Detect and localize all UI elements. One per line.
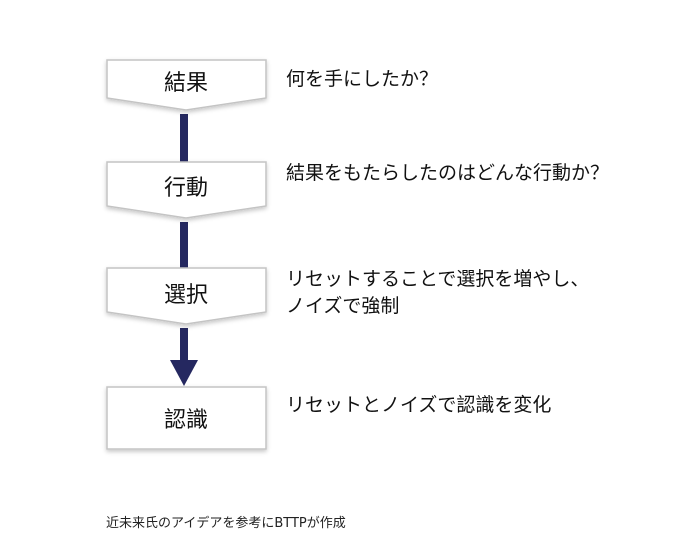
step-box-choice: 選択 (106, 267, 267, 325)
step-description-result: 何を手にしたか？ (286, 66, 438, 93)
connector-arrowhead (170, 360, 198, 386)
step-label-result: 結果 (164, 71, 208, 96)
connector-line-3 (180, 328, 188, 362)
connector-line-1 (180, 114, 188, 166)
step-description-recognition: リセットとノイズで認識を変化 (286, 392, 551, 419)
step-box-result: 結果 (106, 59, 267, 111)
step-description-choice: リセットすることで選択を増やし、 ノイズで強制 (286, 266, 589, 320)
description-line: 結果をもたらしたのはどんな行動か？ (286, 162, 610, 184)
description-line: リセットすることで選択を増やし、 (286, 268, 590, 290)
step-label-choice: 選択 (164, 283, 208, 308)
description-line: リセットとノイズで認識を変化 (286, 394, 552, 416)
description-line: 何を手にしたか？ (286, 68, 439, 90)
step-label-action: 行動 (164, 176, 208, 201)
step-label-recognition: 認識 (164, 408, 208, 433)
step-box-recognition: 認識 (106, 386, 267, 450)
credit-caption: 近未来氏のアイデアを参考にBTTPが作成 (106, 516, 346, 531)
step-description-action: 結果をもたらしたのはどんな行動か？ (286, 160, 609, 187)
connector-line-2 (180, 222, 188, 274)
step-box-action: 行動 (106, 161, 267, 219)
description-line: ノイズで強制 (286, 295, 400, 317)
